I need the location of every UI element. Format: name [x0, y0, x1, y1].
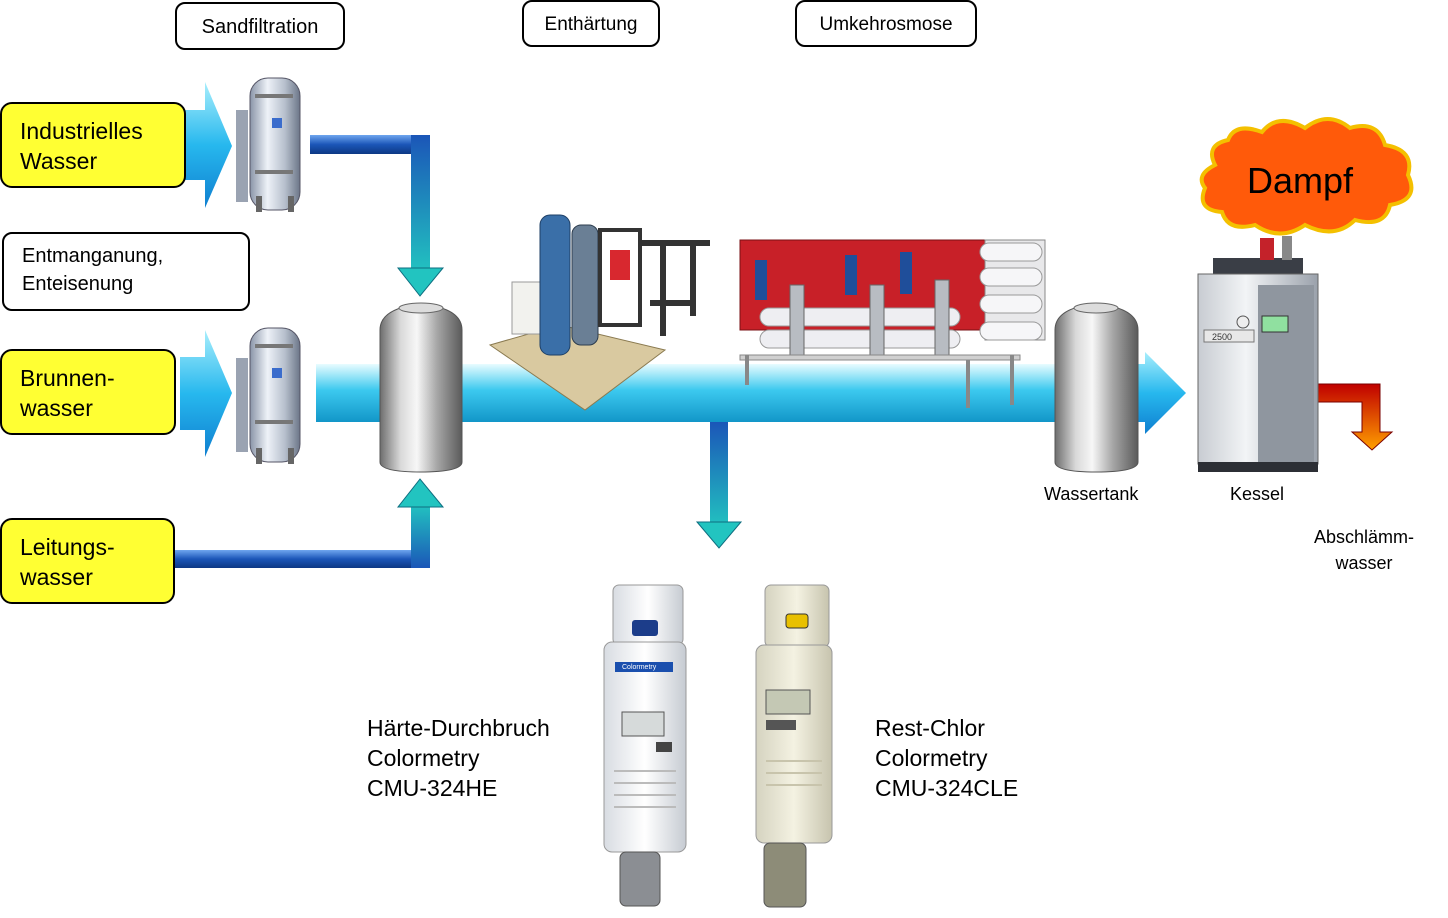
stage-label-softening: Enthärtung — [522, 0, 660, 47]
ro-unit — [739, 239, 1046, 408]
meter-label-chlorine: Rest-Chlor Colormetry CMU-324CLE — [875, 713, 1018, 803]
boiler-label: Kessel — [1230, 484, 1285, 504]
steam-label: Dampf — [1246, 160, 1354, 201]
source-tap-water: Leitungs- wasser — [0, 518, 175, 604]
arrow-industrial — [180, 82, 232, 208]
blowdown-line: Abschlämm- — [1314, 527, 1415, 547]
meter-chlorine — [755, 584, 833, 908]
meter-line: CMU-324CLE — [875, 775, 1019, 801]
mixing-tank — [379, 302, 463, 473]
pretreatment-note: Entmanganung, Enteisenung — [2, 232, 250, 311]
source-well-water: Brunnen- wasser — [0, 349, 176, 435]
meter-line: Colormetry — [875, 745, 988, 771]
meter-line: Härte-Durchbruch — [367, 715, 550, 741]
softener-unit — [488, 214, 710, 411]
source-line: wasser — [20, 564, 93, 590]
stage-label-sandfiltration: Sandfiltration — [175, 2, 345, 50]
source-line: Brunnen- — [20, 365, 115, 391]
boiler: 2500 — [1197, 236, 1319, 472]
stage-label-reverse-osmosis: Umkehrosmose — [795, 0, 977, 47]
source-industrial-water: Industrielles Wasser — [0, 102, 186, 188]
steam-cloud — [1199, 117, 1414, 236]
meter-label-hardness: Härte-Durchbruch Colormetry CMU-324HE — [367, 713, 550, 803]
sand-filter-top — [236, 77, 301, 212]
blowdown-arrow — [1317, 383, 1394, 451]
water-tank-label: Wassertank — [1044, 484, 1139, 504]
note-line: Enteisenung — [22, 273, 134, 295]
pipe-tap-to-tank — [173, 478, 445, 568]
blowdown-line: wasser — [1335, 553, 1393, 573]
meter-line: Colormetry — [367, 745, 480, 771]
source-line: Leitungs- — [20, 534, 115, 560]
pipe-to-meters — [695, 422, 743, 549]
water-tank — [1054, 302, 1139, 473]
source-line: wasser — [20, 395, 93, 421]
boiler-panel-label: 2500 — [1212, 332, 1232, 342]
note-line: Entmanganung, — [22, 245, 164, 267]
meter-badge-text: Colormetry — [622, 664, 657, 671]
meter-line: Rest-Chlor — [875, 715, 985, 741]
source-line: Wasser — [20, 148, 98, 174]
pipe-industrial-to-tank — [310, 135, 445, 297]
meter-line: CMU-324HE — [367, 775, 498, 801]
source-line: Industrielles — [20, 118, 143, 144]
meter-hardness: Colormetry — [603, 584, 687, 907]
sand-filter-bottom — [236, 327, 301, 464]
blowdown-label: Abschlämm- wasser — [1314, 524, 1414, 576]
arrow-well — [180, 330, 232, 457]
